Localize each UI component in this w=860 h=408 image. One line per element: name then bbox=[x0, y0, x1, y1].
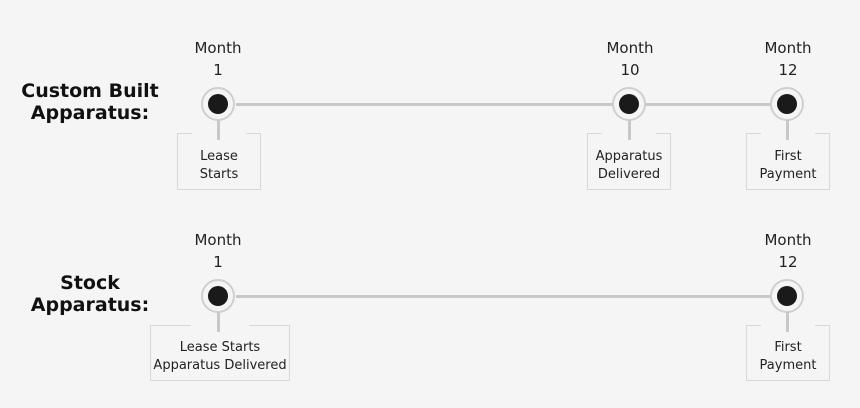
row-label-line2: Apparatus: bbox=[30, 102, 150, 124]
row-label-line2: Apparatus: bbox=[30, 294, 150, 316]
stem bbox=[786, 312, 789, 332]
stem bbox=[217, 312, 220, 332]
stem bbox=[217, 120, 220, 140]
dot-icon bbox=[777, 286, 797, 306]
milestone-node bbox=[201, 279, 235, 313]
dot-icon bbox=[208, 286, 228, 306]
timeline-line bbox=[236, 103, 770, 106]
row-label-custom: Custom Built Apparatus: bbox=[20, 80, 160, 124]
milestone-node bbox=[612, 87, 646, 121]
row-label-line1: Custom Built bbox=[21, 80, 159, 102]
row-label-line1: Stock bbox=[60, 272, 120, 294]
dot-icon bbox=[208, 94, 228, 114]
dot-icon bbox=[777, 94, 797, 114]
dot-icon bbox=[619, 94, 639, 114]
milestone-node bbox=[770, 87, 804, 121]
milestone-node bbox=[201, 87, 235, 121]
milestone-node bbox=[770, 279, 804, 313]
stem bbox=[628, 120, 631, 140]
row-label-stock: Stock Apparatus: bbox=[20, 272, 160, 316]
stem bbox=[786, 120, 789, 140]
timeline-line bbox=[236, 295, 770, 298]
